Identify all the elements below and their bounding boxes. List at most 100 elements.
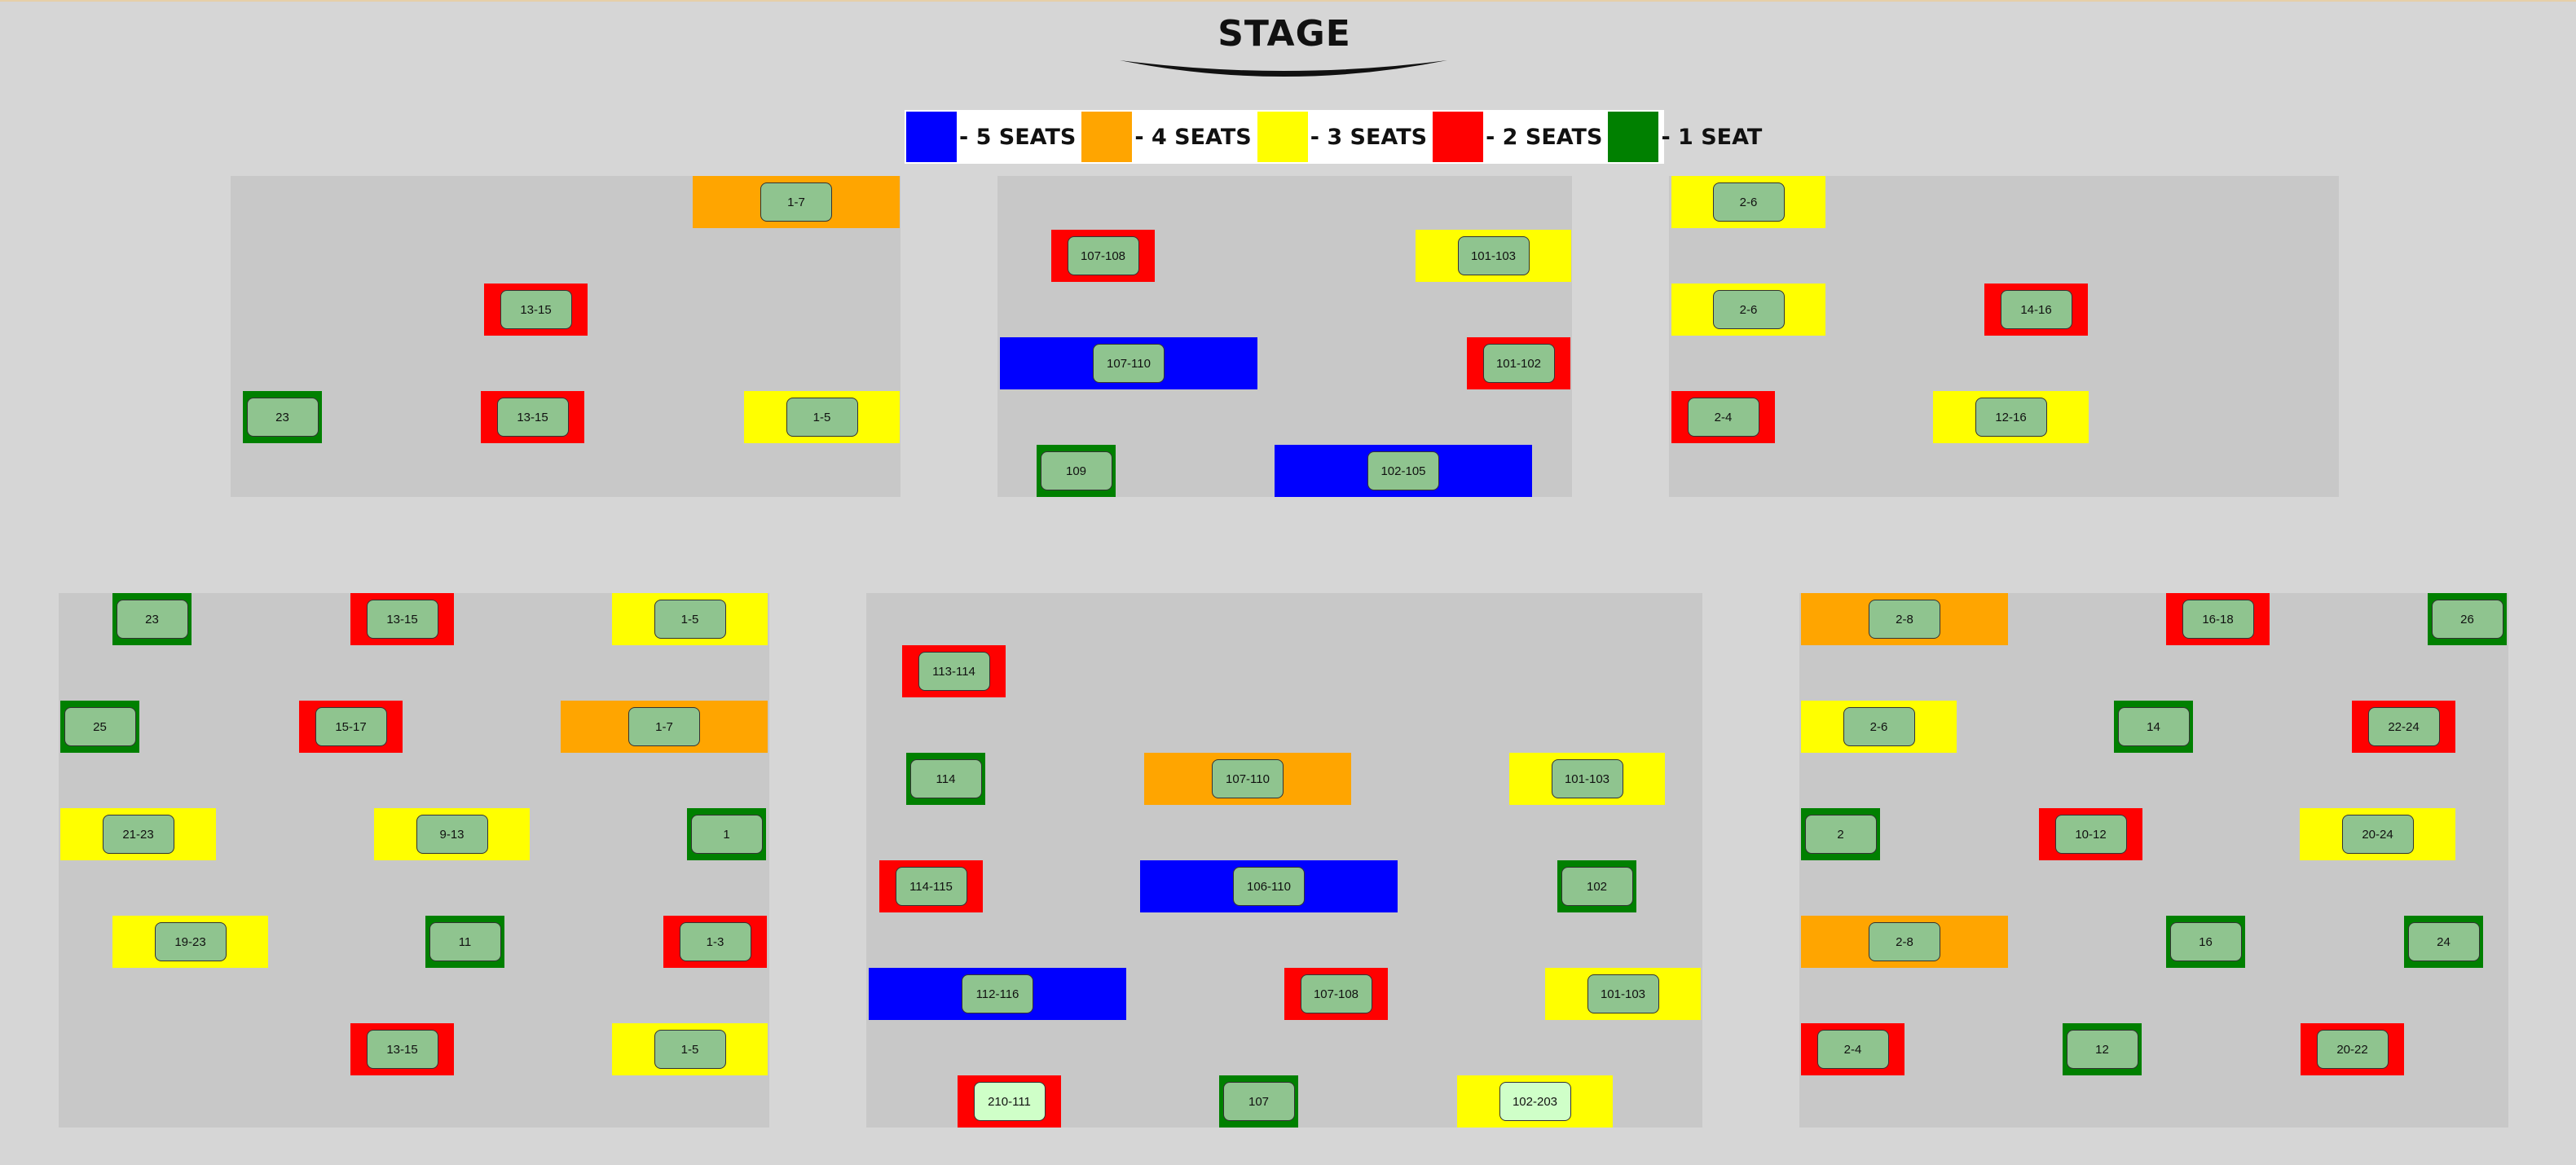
- table[interactable]: 107-108: [1284, 968, 1388, 1020]
- table-label: 2-6: [1712, 182, 1785, 222]
- table[interactable]: 22-24: [2352, 701, 2455, 753]
- table-label: 1-5: [654, 1030, 726, 1069]
- table[interactable]: 101-102: [1467, 337, 1570, 389]
- table-label: 107-110: [1212, 759, 1284, 798]
- section-top-right: 2-6 2-6 14-16 2-4 12-16: [1669, 176, 2339, 497]
- table-label: 114-115: [895, 867, 967, 906]
- table-label: 2: [1804, 815, 1877, 854]
- table[interactable]: 11: [425, 916, 504, 968]
- table-label: 101-103: [1551, 759, 1623, 798]
- table-label: 22-24: [2367, 707, 2440, 746]
- table[interactable]: 16: [2166, 916, 2245, 968]
- table[interactable]: 9-13: [374, 808, 530, 860]
- table[interactable]: 2-8: [1801, 593, 2008, 645]
- table-label: 24: [2407, 922, 2480, 961]
- table[interactable]: 15-17: [299, 701, 403, 753]
- table[interactable]: 1-5: [612, 593, 768, 645]
- table-label: 2-8: [1869, 922, 1940, 961]
- table[interactable]: 2-6: [1671, 176, 1825, 228]
- table[interactable]: 25: [60, 701, 139, 753]
- table[interactable]: 19-23: [112, 916, 268, 968]
- legend-swatch: [906, 112, 957, 162]
- table-label: 1-7: [760, 182, 832, 222]
- table-label: 107-110: [1093, 344, 1165, 383]
- legend-label: - 3 SEATS: [1310, 124, 1428, 150]
- table[interactable]: 16-18: [2166, 593, 2270, 645]
- table[interactable]: 2: [1801, 808, 1880, 860]
- table[interactable]: 113-114: [902, 645, 1006, 697]
- table-label: 23: [246, 398, 319, 437]
- table[interactable]: 112-116: [869, 968, 1126, 1020]
- table[interactable]: 114: [906, 753, 985, 805]
- table[interactable]: 14-16: [1984, 284, 2088, 336]
- table[interactable]: 26: [2428, 593, 2507, 645]
- table[interactable]: 2-4: [1801, 1023, 1904, 1075]
- table-label: 107-108: [1067, 236, 1139, 275]
- table-label: 1-5: [654, 600, 726, 639]
- table-label: 2-4: [1816, 1030, 1889, 1069]
- table[interactable]: 21-23: [60, 808, 216, 860]
- table[interactable]: 1-5: [612, 1023, 768, 1075]
- table[interactable]: 23: [112, 593, 192, 645]
- table[interactable]: 14: [2114, 701, 2193, 753]
- section-top-center: 107-108 101-103 107-110 101-102 109 102-…: [997, 176, 1572, 497]
- table[interactable]: 107-110: [1144, 753, 1351, 805]
- table[interactable]: 2-6: [1801, 701, 1957, 753]
- table[interactable]: 102: [1557, 860, 1636, 912]
- table-label: 12-16: [1975, 398, 2047, 437]
- table[interactable]: 12-16: [1933, 391, 2089, 443]
- table-label: 2-4: [1687, 398, 1759, 437]
- legend-item-4-seats: - 4 SEATS: [1080, 110, 1255, 164]
- table[interactable]: 20-24: [2300, 808, 2455, 860]
- table-label: 9-13: [416, 815, 488, 854]
- legend-item-2-seats: - 2 SEATS: [1431, 110, 1606, 164]
- table[interactable]: 1-7: [561, 701, 768, 753]
- table-label: 23: [116, 600, 188, 639]
- table[interactable]: 1-3: [663, 916, 767, 968]
- table[interactable]: 106-110: [1140, 860, 1398, 912]
- table-label: 26: [2431, 600, 2503, 639]
- table-label: 19-23: [154, 922, 227, 961]
- table[interactable]: 210-111: [958, 1075, 1061, 1128]
- table[interactable]: 12: [2063, 1023, 2142, 1075]
- table[interactable]: 2-8: [1801, 916, 2008, 968]
- table-label: 102-105: [1367, 451, 1439, 490]
- table[interactable]: 101-103: [1509, 753, 1665, 805]
- table[interactable]: 13-15: [350, 1023, 454, 1075]
- table-label: 11: [429, 922, 501, 961]
- seat-legend: - 5 SEATS - 4 SEATS - 3 SEATS - 2 SEATS …: [905, 110, 1762, 164]
- table[interactable]: 102-105: [1275, 445, 1532, 497]
- table[interactable]: 107: [1219, 1075, 1298, 1128]
- table[interactable]: 101-103: [1545, 968, 1701, 1020]
- table[interactable]: 2-6: [1671, 284, 1825, 336]
- table-label: 14-16: [2000, 290, 2072, 329]
- table[interactable]: 109: [1037, 445, 1116, 497]
- table[interactable]: 2-4: [1671, 391, 1775, 443]
- table[interactable]: 13-15: [484, 284, 588, 336]
- table-label: 2-6: [1712, 290, 1785, 329]
- legend-swatch: [1608, 112, 1659, 162]
- table[interactable]: 13-15: [481, 391, 584, 443]
- table[interactable]: 107-108: [1051, 230, 1155, 282]
- legend-item-1-seat: - 1 SEAT: [1606, 110, 1766, 164]
- legend-label: - 2 SEATS: [1486, 124, 1603, 150]
- table[interactable]: 1-5: [744, 391, 900, 443]
- table[interactable]: 10-12: [2039, 808, 2142, 860]
- table[interactable]: 102-203: [1457, 1075, 1613, 1128]
- table-label: 1-7: [628, 707, 700, 746]
- table[interactable]: 1: [687, 808, 766, 860]
- table[interactable]: 101-103: [1416, 230, 1571, 282]
- table[interactable]: 114-115: [879, 860, 983, 912]
- table-label: 16-18: [2182, 600, 2254, 639]
- table[interactable]: 13-15: [350, 593, 454, 645]
- table[interactable]: 23: [243, 391, 322, 443]
- table-label: 10-12: [2054, 815, 2127, 854]
- table[interactable]: 24: [2404, 916, 2483, 968]
- table-label: 16: [2169, 922, 2242, 961]
- section-top-left: 1-7 13-15 23 13-15 1-5: [231, 176, 900, 497]
- table-label: 106-110: [1233, 867, 1305, 906]
- table[interactable]: 1-7: [693, 176, 900, 228]
- legend-label: - 5 SEATS: [959, 124, 1077, 150]
- table[interactable]: 20-22: [2301, 1023, 2404, 1075]
- table[interactable]: 107-110: [1000, 337, 1257, 389]
